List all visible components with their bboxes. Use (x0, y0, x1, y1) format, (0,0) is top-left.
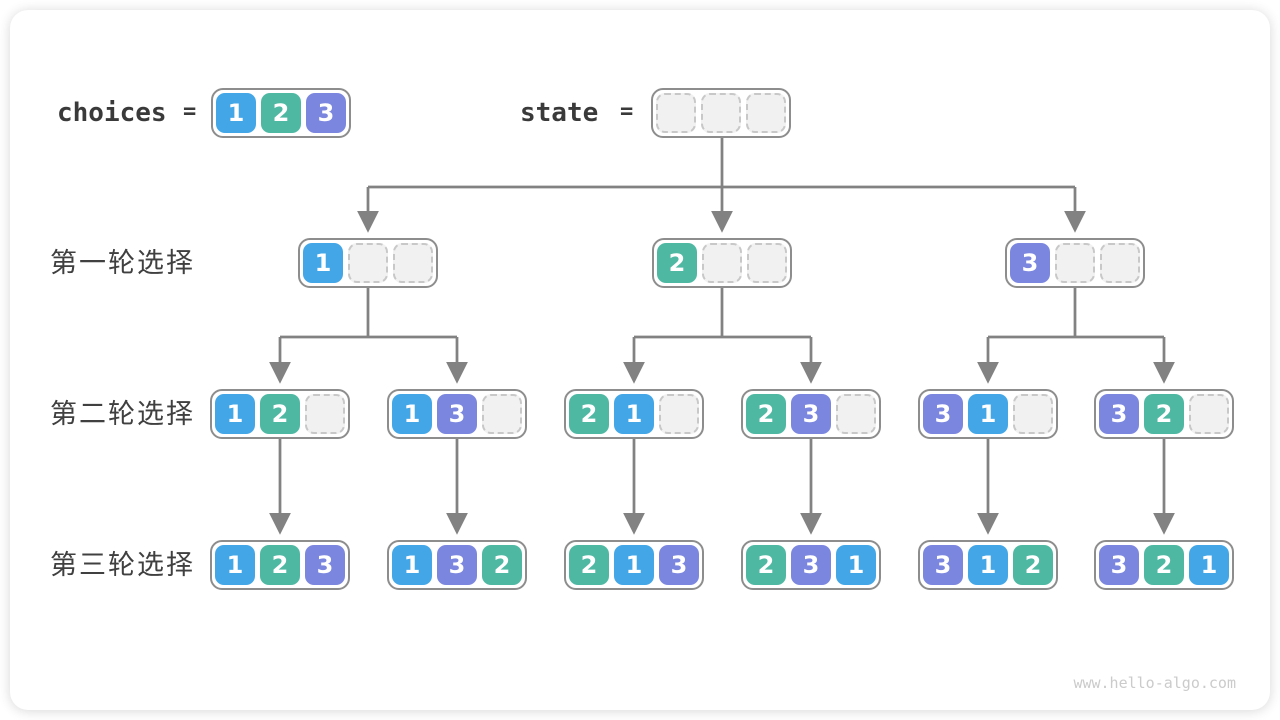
connector-lines (269, 138, 1175, 535)
